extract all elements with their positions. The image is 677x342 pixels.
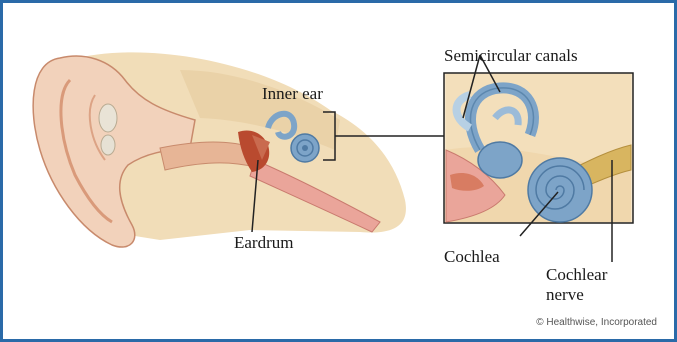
label-eardrum: Eardrum (234, 233, 293, 252)
inner-ear-enlarged (444, 55, 633, 262)
label-cochlear-nerve-line2: nerve (546, 285, 584, 304)
label-semicircular-canals: Semicircular canals (444, 46, 578, 65)
copyright-credit: © Healthwise, Incorporated (536, 317, 657, 328)
label-inner-ear: Inner ear (262, 84, 323, 103)
label-cochlea: Cochlea (444, 247, 500, 266)
label-cochlear-nerve-line1: Cochlear (546, 265, 607, 284)
ear-cross-section (33, 52, 444, 247)
